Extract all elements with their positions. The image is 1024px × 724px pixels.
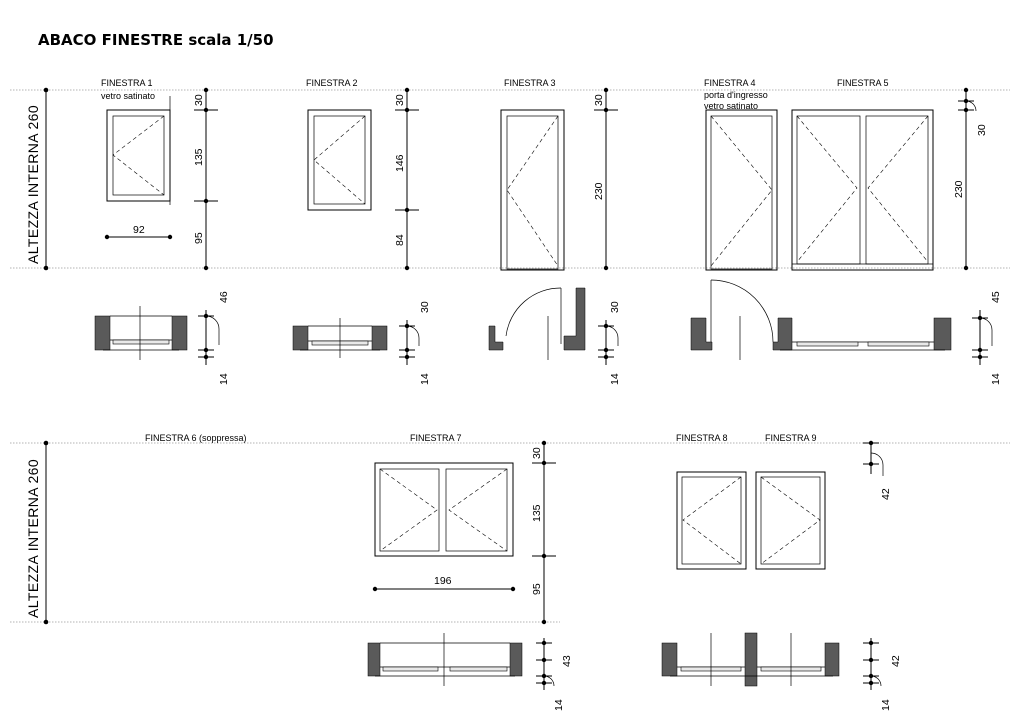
window-1-elevation: FINESTRA 1 vetro satinato 92 (101, 78, 173, 240)
window-5-dim-top: 30 (976, 124, 988, 136)
window-1-dim-top: 30 (193, 94, 205, 106)
window-1-plan-dim-b: 14 (218, 373, 230, 385)
window-5-dim-height: 230 (953, 180, 965, 198)
window-2-plan: 30 14 (292, 301, 431, 385)
window-2-plan-dim-b: 14 (419, 373, 431, 385)
top-height-indicator: ALTEZZA INTERNA 260 (25, 87, 49, 271)
window-2-plan-dim-a: 30 (419, 301, 431, 313)
bottom-row-guides (10, 442, 1010, 623)
window-3-dim-top: 30 (593, 94, 605, 106)
window-2-dim-top: 30 (394, 94, 406, 106)
window-1-dim-bot: 95 (193, 232, 205, 244)
window-1-plan-dim-a: 46 (218, 291, 230, 303)
window-7-label: FINESTRA 7 (410, 433, 462, 443)
window-8-label: FINESTRA 8 (676, 433, 728, 443)
window-3-elevation: FINESTRA 3 (500, 78, 565, 271)
window-1-width: 92 (133, 224, 145, 236)
page-title: ABACO FINESTRE scala 1/50 (38, 31, 274, 49)
window-1-dim-mid: 135 (193, 148, 205, 166)
window-5-plan-dim-a: 45 (990, 291, 1002, 303)
window-9-label: FINESTRA 9 (765, 433, 817, 443)
window-7-dim-bot: 95 (531, 583, 543, 595)
window-3-height-dims: 30 230 (593, 87, 618, 271)
window-7-plan-dim-a: 43 (561, 655, 573, 667)
window-3-label: FINESTRA 3 (504, 78, 556, 88)
window-1-note: vetro satinato (101, 91, 155, 101)
window-8-9-plan: 42 14 (661, 632, 902, 711)
window-7-elevation: FINESTRA 7 196 (372, 433, 516, 592)
bottom-height-indicator: ALTEZZA INTERNA 260 (25, 440, 49, 625)
window-2-label: FINESTRA 2 (306, 78, 358, 88)
window-9-dim-a: 42 (880, 488, 892, 500)
window-2-height-dims: 30 146 84 (394, 87, 419, 271)
window-5-label: FINESTRA 5 (837, 78, 889, 88)
side-label-bottom: ALTEZZA INTERNA 260 (25, 459, 41, 618)
window-3-plan: 30 14 (488, 287, 621, 385)
window-4-note-1: porta d'ingresso (704, 90, 768, 100)
side-label-top: ALTEZZA INTERNA 260 (25, 105, 41, 264)
window-9-plan-dim-b: 14 (880, 699, 892, 711)
window-3-dim-height: 230 (593, 182, 605, 200)
window-3-plan-dim-a: 30 (609, 301, 621, 313)
window-7-plan: 43 14 (367, 633, 573, 711)
window-4-note-2: vetro satinato (704, 101, 758, 111)
window-1-label: FINESTRA 1 (101, 78, 153, 88)
window-6-label: FINESTRA 6 (soppressa) (145, 433, 247, 443)
window-4-5-plan: 45 14 (690, 279, 1002, 385)
window-5-elevation: FINESTRA 5 (791, 78, 934, 271)
window-2-dim-mid: 146 (394, 154, 406, 172)
window-7-height-dims: 30 135 95 (531, 440, 556, 625)
window-1-plan: 46 14 (94, 291, 230, 385)
window-4-elevation: FINESTRA 4 porta d'ingresso vetro satina… (704, 78, 778, 271)
window-8-elevation: FINESTRA 8 (676, 433, 747, 570)
window-2-elevation: FINESTRA 2 (306, 78, 372, 211)
window-7-dim-mid: 135 (531, 504, 543, 522)
window-7-dim-top: 30 (531, 447, 543, 459)
window-5-height-dims: 230 30 (953, 87, 988, 271)
window-9-elevation: FINESTRA 9 (755, 433, 826, 570)
window-1-height-dims: 30 135 95 (193, 87, 218, 271)
window-5-plan-dim-b: 14 (990, 373, 1002, 385)
window-3-plan-dim-b: 14 (609, 373, 621, 385)
window-7-plan-dim-b: 14 (553, 699, 565, 711)
window-4-label: FINESTRA 4 (704, 78, 756, 88)
window-2-dim-bot: 84 (394, 234, 406, 246)
window-9-plan-dim-a: 42 (890, 655, 902, 667)
window-9-dim: 42 (863, 440, 892, 500)
window-7-width: 196 (434, 575, 452, 587)
